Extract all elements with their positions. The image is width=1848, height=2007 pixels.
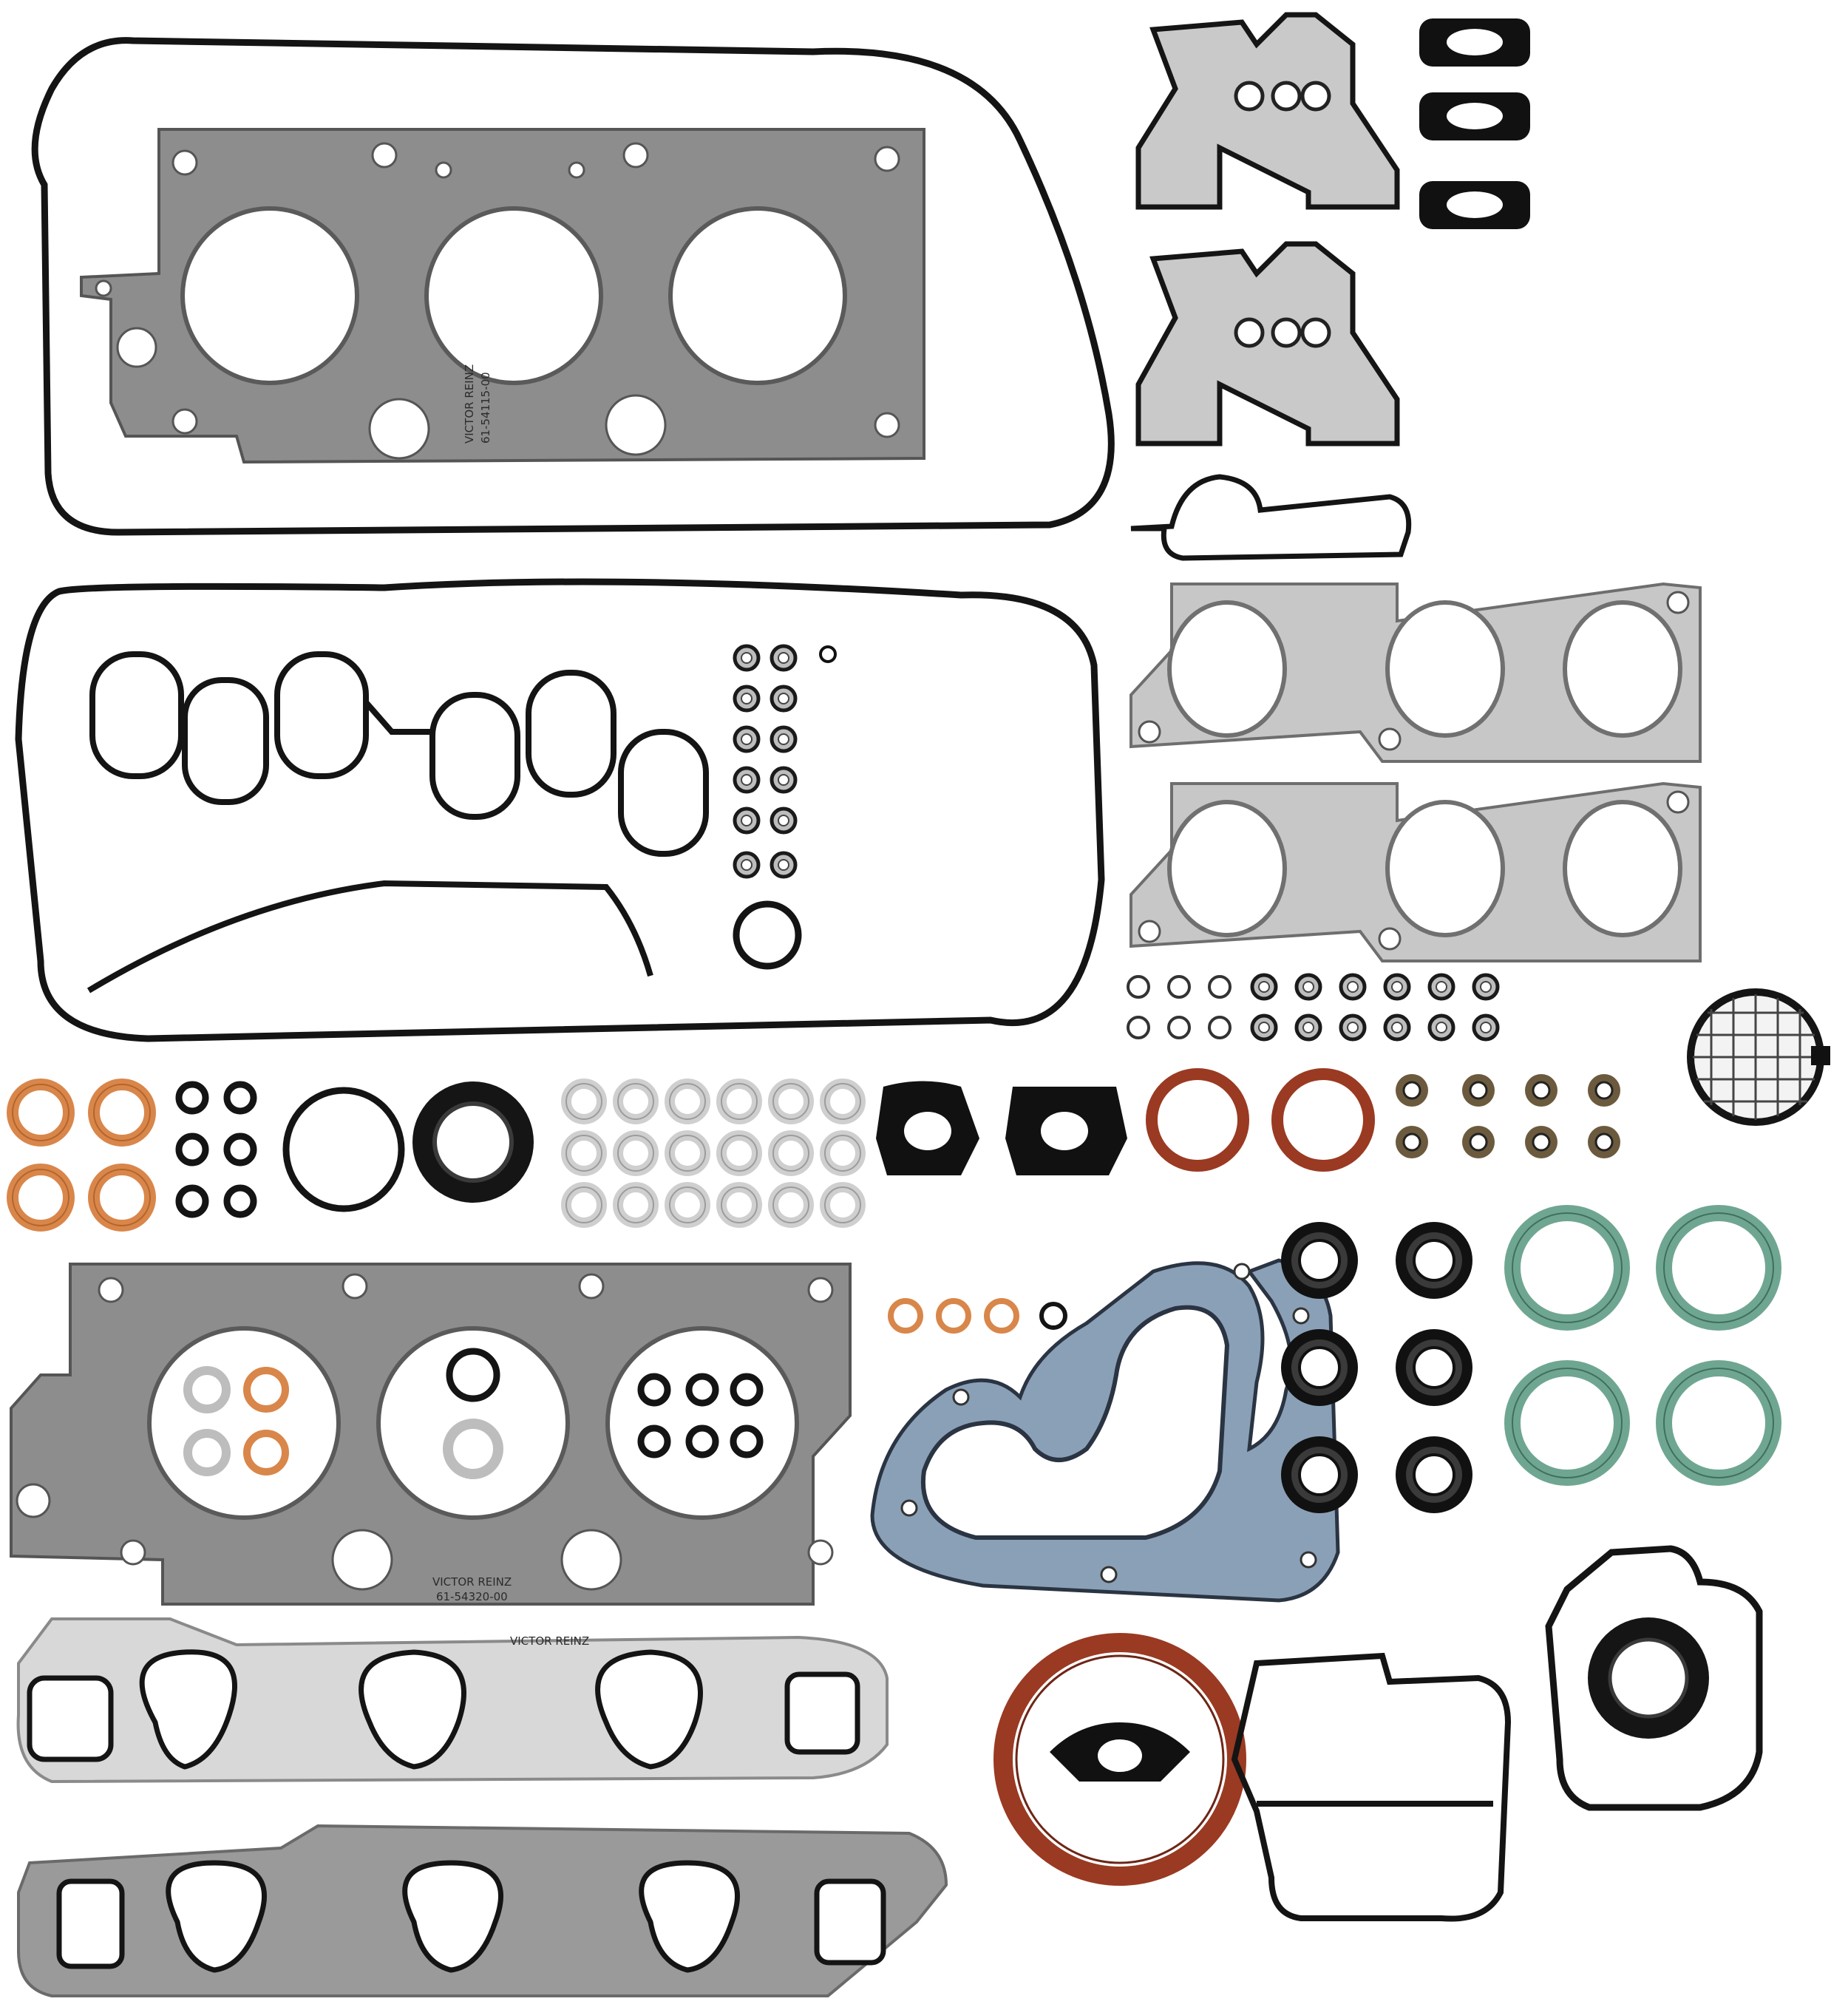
washer-grid: [566, 1084, 860, 1223]
egr-flange-gasket-2: [1005, 1087, 1127, 1175]
head-gasket-upper-part-number: 61-54115-00: [479, 372, 492, 444]
small-orings-left: [179, 1084, 254, 1215]
flange-gasket-1: [1419, 18, 1530, 67]
throttle-body-gasket: [1130, 474, 1412, 561]
crankshaft-seal-front: [412, 1081, 534, 1203]
water-pump-gasket: [870, 1258, 1340, 1603]
flange-gasket-3: [1419, 181, 1530, 229]
exhaust-pipe-gaskets-green: [1512, 1213, 1773, 1478]
rear-main-seal: [993, 1633, 1246, 1886]
exhaust-manifold-gasket-upper: [1129, 582, 1702, 763]
egr-flange-gasket-1: [876, 1081, 979, 1175]
large-oring: [282, 1087, 405, 1212]
camshaft-seal-red-1: [1146, 1068, 1249, 1172]
timing-cover-seal-strip: [86, 880, 653, 994]
valve-stem-seal-grid-upper: [735, 646, 837, 877]
timing-cover-gasket: [1231, 1652, 1512, 1922]
camshaft-seals-black: [1280, 1220, 1474, 1515]
valve-stem-seal-grid-right: [1127, 975, 1498, 1039]
head-gasket-upper: VICTOR REINZ 61-54115-00: [80, 128, 925, 464]
valve-cover-gasket-lower: [15, 578, 1105, 1042]
cam-housing-gasket-lower: [1135, 241, 1400, 446]
intake-manifold-gasket-upper: VICTOR REINZ: [16, 1617, 889, 1784]
flange-gasket-2: [1419, 92, 1530, 140]
cam-housing-gasket-upper: [1135, 12, 1400, 210]
plug-tube-seal: [733, 900, 802, 970]
head-gasket-lower-brand: VICTOR REINZ: [432, 1575, 512, 1589]
valve-cover-gasket-upper: [31, 37, 1115, 536]
rings-on-head-gasket: [183, 1348, 760, 1479]
intake-manifold-gasket-lower: [17, 1824, 948, 1997]
head-gasket-upper-brand: VICTOR REINZ: [463, 364, 476, 444]
head-gasket-lower-part-number: 61-54320-00: [436, 1590, 508, 1603]
front-cover-seal-plate: [1545, 1545, 1763, 1811]
copper-washers-left: [13, 1084, 150, 1226]
exhaust-manifold-gasket-lower: [1129, 781, 1702, 962]
small-copper-washers: [888, 1298, 1067, 1334]
mesh-filter-gasket: [1687, 988, 1830, 1126]
intake-manifold-gasket-brand: VICTOR REINZ: [510, 1634, 589, 1648]
camshaft-seal-red-2: [1271, 1068, 1375, 1172]
head-gasket-lower: VICTOR REINZ 61-54320-00: [10, 1263, 852, 1606]
intake-plenum-gasket-rubber: [89, 651, 709, 857]
brown-valve-seals: [1394, 1073, 1622, 1160]
